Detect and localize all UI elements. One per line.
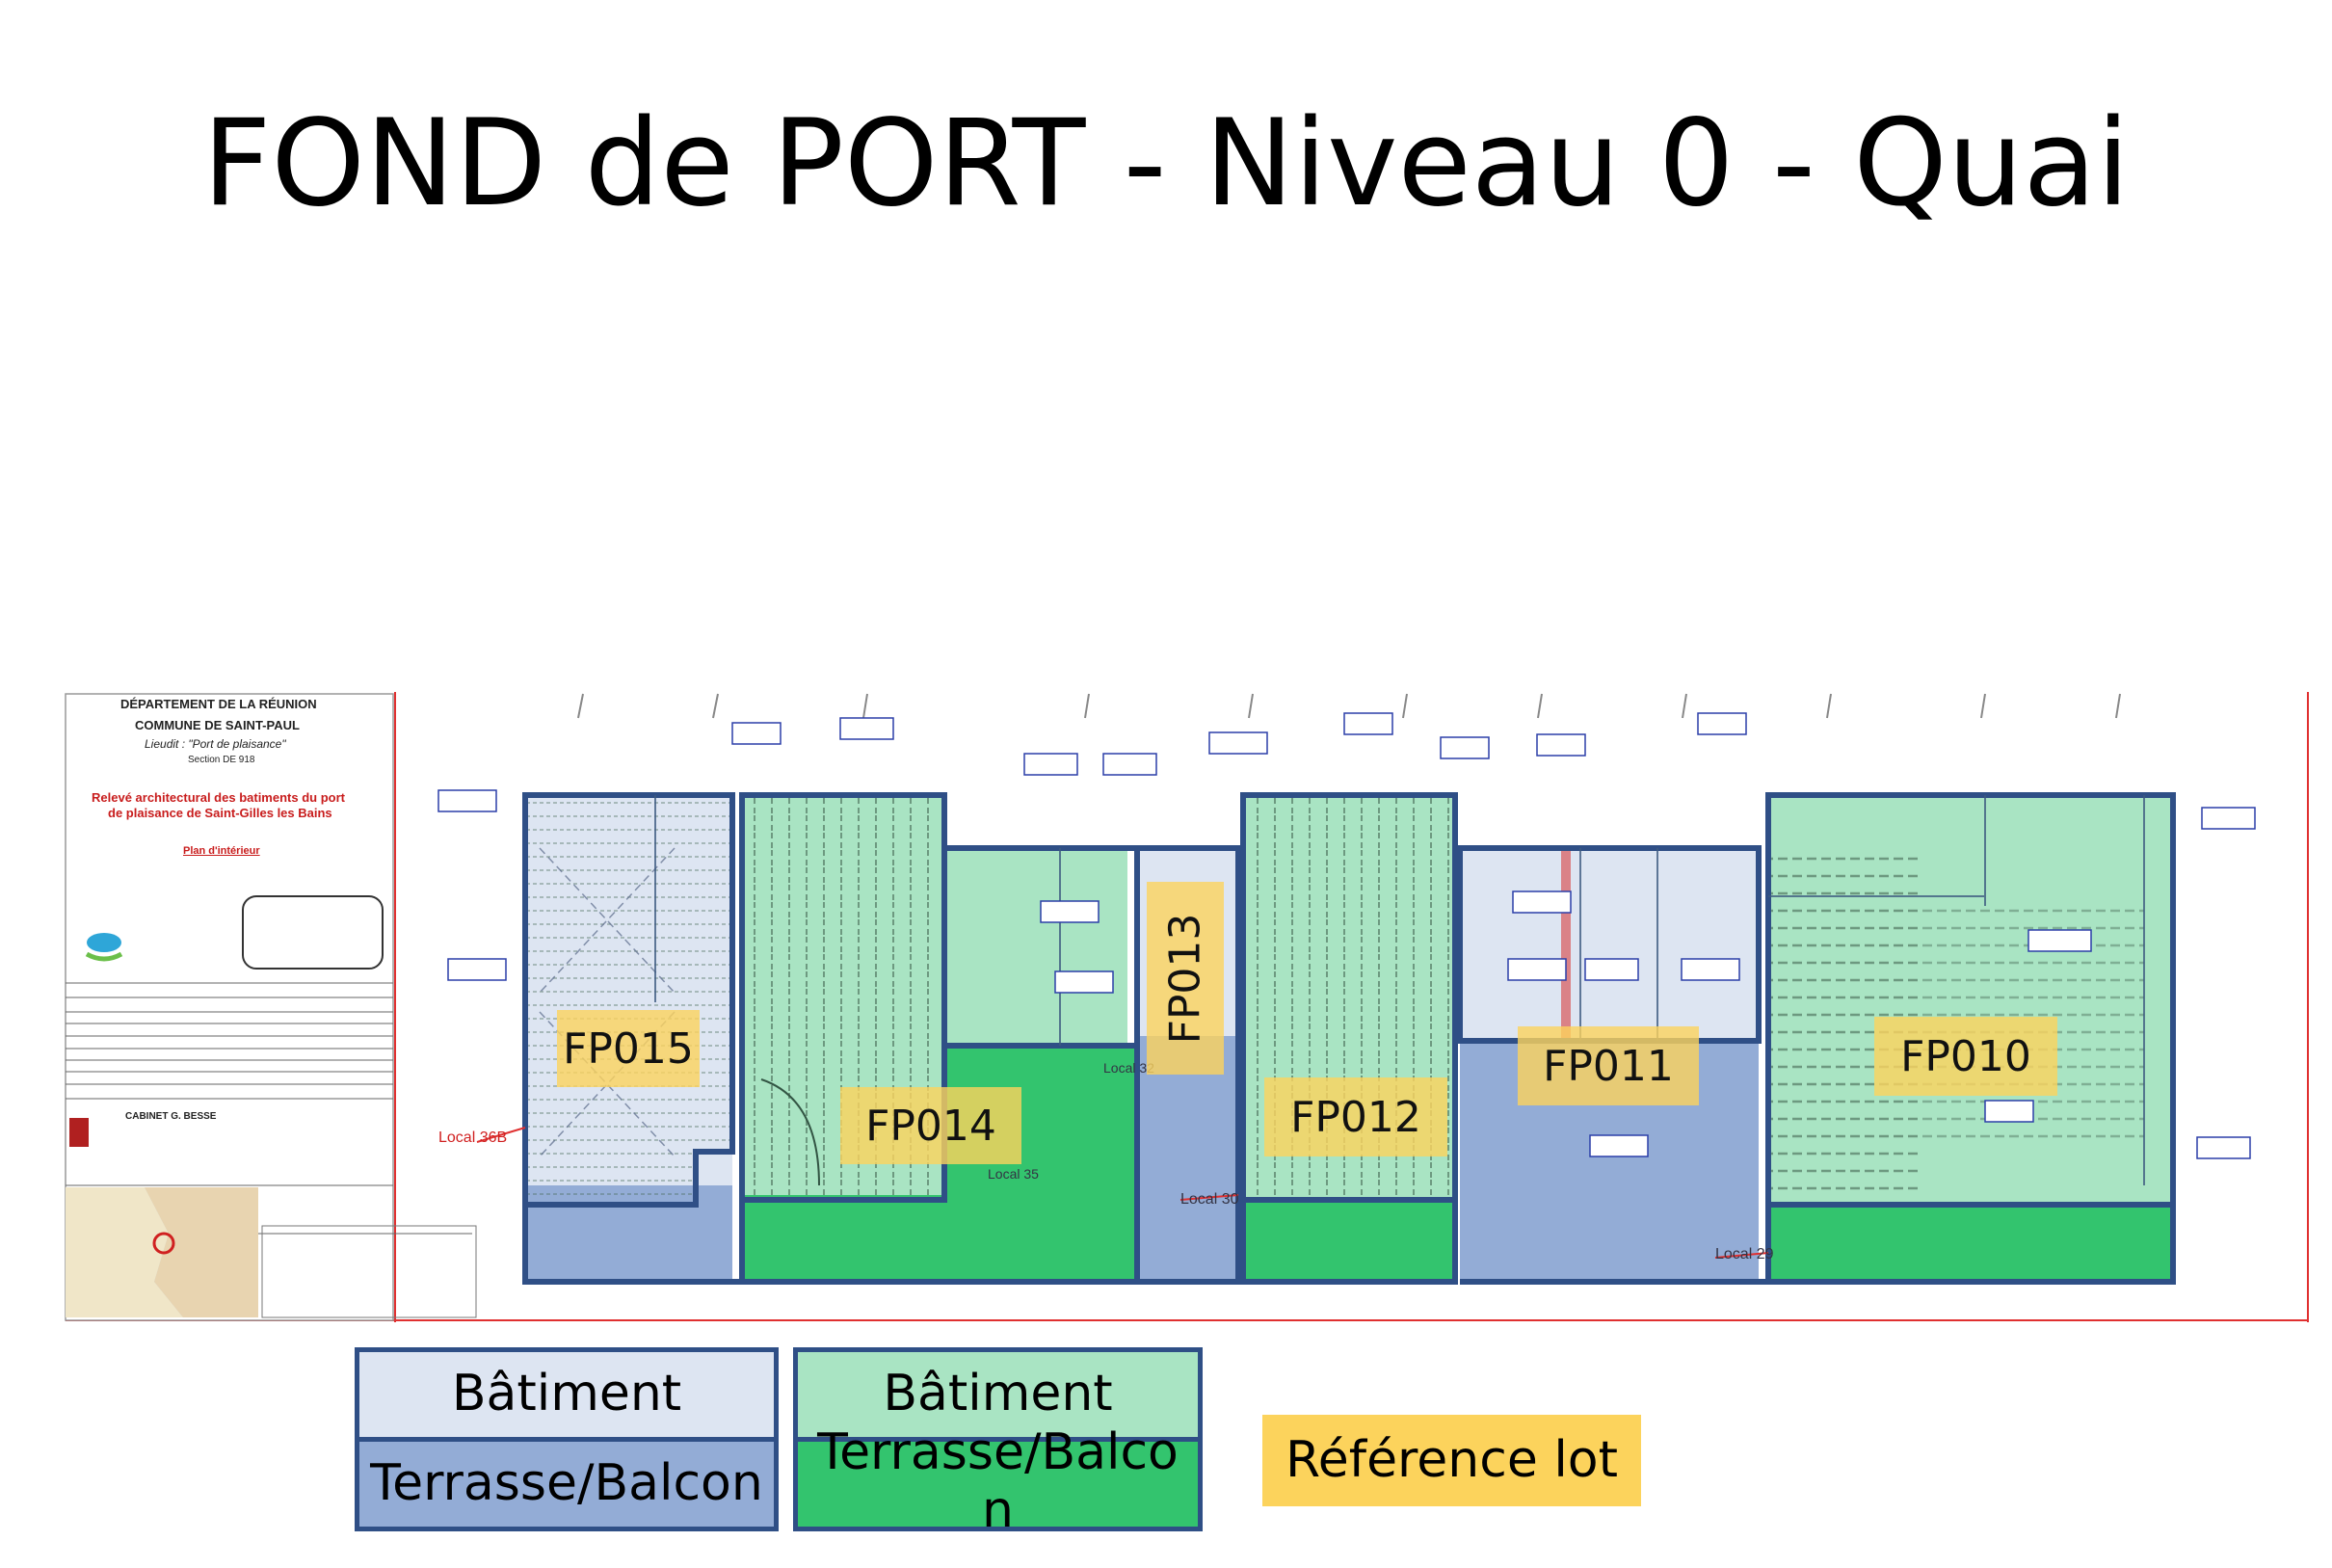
local-label-35: Local 35 xyxy=(988,1166,1039,1182)
cartouche-commune: COMMUNE DE SAINT-PAUL xyxy=(135,718,300,732)
cartouche-releve-2: de plaisance de Saint-Gilles les Bains xyxy=(108,806,332,820)
lot-label-fp010: FP010 xyxy=(1874,1017,2057,1096)
cartouche-dept: DÉPARTEMENT DE LA RÉUNION xyxy=(120,697,317,711)
drawing-frame xyxy=(66,692,2309,1322)
room-labels xyxy=(437,712,2256,1159)
legend-batiment-blue: Bâtiment xyxy=(355,1347,779,1442)
local-leaders xyxy=(476,1127,1769,1259)
local-label-32: Local 32 xyxy=(1103,1060,1154,1076)
page-title: FOND de PORT - Niveau 0 - Quai xyxy=(202,94,2130,233)
lot-label-fp013: FP013 xyxy=(1147,882,1224,1075)
cartouche-lieudit: Lieudit : "Port de plaisance" xyxy=(145,737,286,751)
local-label-36b: Local 36B xyxy=(438,1129,508,1146)
legend-terrasse-blue: Terrasse/Balcon xyxy=(355,1437,779,1531)
lot-label-fp015: FP015 xyxy=(557,1010,700,1087)
cartouche-plan: Plan d'intérieur xyxy=(183,845,260,857)
zone-fp015 xyxy=(525,795,732,1282)
legend-terrasse-green: Terrasse/Balco n xyxy=(793,1423,1203,1539)
lot-label-fp014: FP014 xyxy=(840,1087,1021,1164)
legend-reference-lot: Référence lot xyxy=(1262,1415,1641,1506)
lot-label-fp012: FP012 xyxy=(1264,1077,1447,1156)
legend-terrasse-green-line2: n xyxy=(982,1480,1014,1539)
legend-terrasse-green-line1: Terrasse/Balco xyxy=(817,1423,1179,1481)
zone-fp014 xyxy=(742,795,1137,1282)
zone-outlines xyxy=(522,792,2176,1285)
internal-walls xyxy=(654,795,2145,1185)
cartouche-cabinet: CABINET G. BESSE xyxy=(125,1111,217,1122)
cartouche-releve-1: Relevé architectural des batiments du po… xyxy=(92,790,345,805)
zone-fp012 xyxy=(1243,795,1455,1282)
cartouche xyxy=(65,693,477,1321)
cartouche-section: Section DE 918 xyxy=(188,755,255,765)
grid-ticks xyxy=(577,693,2121,719)
local-label-30: Local 30 xyxy=(1180,1191,1239,1208)
local-label-29: Local 29 xyxy=(1715,1246,1774,1262)
lot-label-fp011: FP011 xyxy=(1518,1026,1699,1105)
